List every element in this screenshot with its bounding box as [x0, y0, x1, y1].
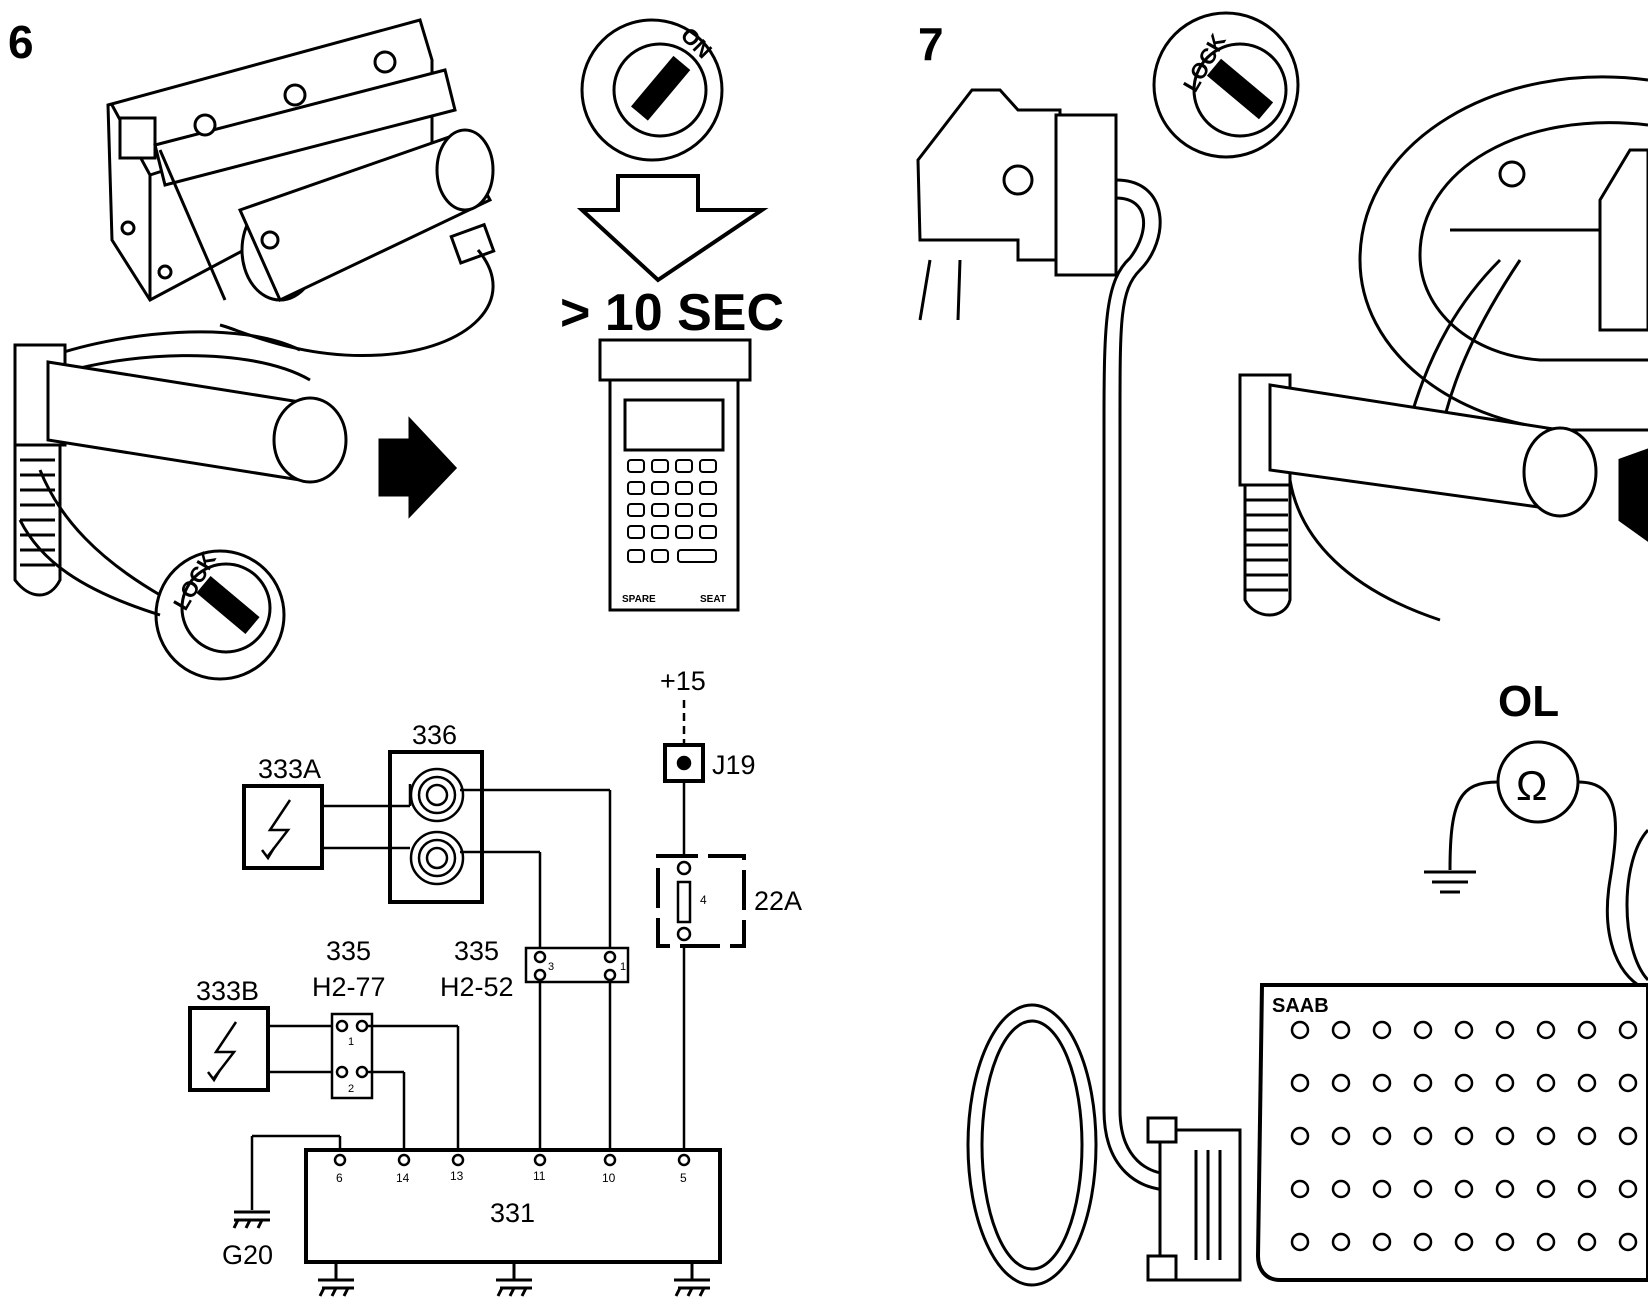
breakout-box-illustration [1255, 983, 1648, 1282]
connector-h2-77-label: H2-77 [312, 972, 386, 1002]
connector-j19-label: J19 [712, 750, 756, 780]
ecu-pin-13: 13 [450, 1169, 464, 1183]
breakout-pin-hole [1618, 1232, 1638, 1252]
tester-key-seat: SEAT [700, 594, 726, 605]
breakout-pin-hole [1577, 1073, 1597, 1093]
ignition-switch-lock-7: LOCK [1152, 11, 1300, 159]
breakout-pin-hole [1290, 1179, 1310, 1199]
h2-52-pin-3: 3 [548, 961, 554, 973]
meter-reading: OL [1498, 677, 1559, 726]
breakout-pin-hole [1372, 1232, 1392, 1252]
h2-77-pin-2: 2 [348, 1083, 354, 1095]
breakout-pin-hole [1495, 1126, 1515, 1146]
breakout-pin-hole [1413, 1126, 1433, 1146]
breakout-pin-hole [1536, 1126, 1556, 1146]
breakout-pin-hole [1536, 1179, 1556, 1199]
ohmmeter-illustration [1424, 740, 1648, 992]
airbag-removal-7-illustration [1238, 373, 1648, 622]
breakout-pin-hole [1290, 1126, 1310, 1146]
panel-6: 6 LOCK [8, 16, 784, 681]
ecu-pin-11: 11 [533, 1169, 546, 1183]
fuse-block-label: 22A [754, 886, 802, 916]
breakout-pin-hole [1495, 1232, 1515, 1252]
supply-label: +15 [660, 666, 706, 696]
breakout-pin-hole [1413, 1020, 1433, 1040]
down-arrow-icon [576, 174, 769, 283]
breakout-pin-hole [1454, 1020, 1474, 1040]
breakout-pin-hole [1290, 1020, 1310, 1040]
fuse-number: 4 [700, 893, 707, 907]
breakout-pin-hole [1495, 1179, 1515, 1199]
connector-h2-52-label: H2-52 [440, 972, 514, 1002]
tester-key-spare: SPARE [622, 594, 656, 605]
ohm-symbol: Ω [1516, 762, 1547, 809]
ecu-331-label: 331 [490, 1198, 535, 1228]
connector-335-left-label: 335 [326, 936, 371, 966]
breakout-pin-hole [1618, 1020, 1638, 1040]
passenger-airbag-module-illustration [106, 18, 496, 358]
breakout-pin-hole [1577, 1179, 1597, 1199]
h2-52-pin-1: 1 [620, 961, 626, 973]
breakout-pin-hole [1413, 1179, 1433, 1199]
breakout-pin-hole [1618, 1073, 1638, 1093]
breakout-pin-hole [1290, 1073, 1310, 1093]
breakout-pin-hole [1577, 1232, 1597, 1252]
ecu-pin-5: 5 [680, 1171, 687, 1185]
step-number-6: 6 [8, 16, 34, 68]
ground-g20-label: G20 [222, 1240, 273, 1270]
airbag-connector-adapter-illustration [916, 88, 1242, 1287]
steering-wheel-illustration [1358, 75, 1648, 441]
breakout-pin-hole [1454, 1126, 1474, 1146]
breakout-pin-hole [1536, 1020, 1556, 1040]
breakout-pin-hole [1577, 1126, 1597, 1146]
breakout-pin-hole [1454, 1179, 1474, 1199]
ecu-pin-10: 10 [602, 1171, 616, 1185]
ecu-pin-6: 6 [336, 1171, 343, 1185]
ecu-pin-14: 14 [396, 1171, 410, 1185]
breakout-pin-hole [1331, 1073, 1351, 1093]
breakout-pin-hole [1577, 1020, 1597, 1040]
breakout-pin-hole [1331, 1232, 1351, 1252]
breakout-pin-hole [1536, 1073, 1556, 1093]
wiring-diagram [188, 700, 746, 1297]
h2-77-pin-1: 1 [348, 1036, 354, 1048]
breakout-pin-hole [1331, 1179, 1351, 1199]
ignition-switch-on: ON [580, 18, 724, 162]
breakout-pin-hole [1495, 1073, 1515, 1093]
breakout-pin-hole [1413, 1073, 1433, 1093]
connector-335-right-label: 335 [454, 936, 499, 966]
component-333b-label: 333B [196, 976, 259, 1006]
breakout-pin-hole [1618, 1179, 1638, 1199]
breakout-pin-hole [1454, 1232, 1474, 1252]
component-336-label: 336 [412, 720, 457, 750]
breakout-pin-hole [1618, 1126, 1638, 1146]
breakout-pin-hole [1495, 1020, 1515, 1040]
duration-label: > 10 SEC [560, 284, 784, 342]
brand-label: SAAB [1272, 995, 1329, 1017]
breakout-pin-hole [1372, 1073, 1392, 1093]
wiring-labels: +15 J19 22A 4 336 333A 333B 335 H2-77 33… [196, 666, 802, 1270]
breakout-pin-hole [1372, 1179, 1392, 1199]
diagnostic-tester-illustration [598, 338, 752, 612]
breakout-pin-hole [1372, 1126, 1392, 1146]
component-333a-label: 333A [258, 754, 321, 784]
breakout-pin-hole [1454, 1073, 1474, 1093]
breakout-pin-hole [1413, 1232, 1433, 1252]
breakout-pin-hole [1290, 1232, 1310, 1252]
breakout-pin-hole [1372, 1020, 1392, 1040]
ignition-switch-lock-small: LOCK [154, 548, 286, 681]
breakout-pin-hole [1331, 1020, 1351, 1040]
step-number-7: 7 [918, 18, 944, 70]
airbag-removal-illustration [13, 330, 458, 617]
panel-7: 7 LOCK [916, 11, 1648, 1287]
breakout-pin-hole [1331, 1126, 1351, 1146]
breakout-pin-hole [1536, 1232, 1556, 1252]
